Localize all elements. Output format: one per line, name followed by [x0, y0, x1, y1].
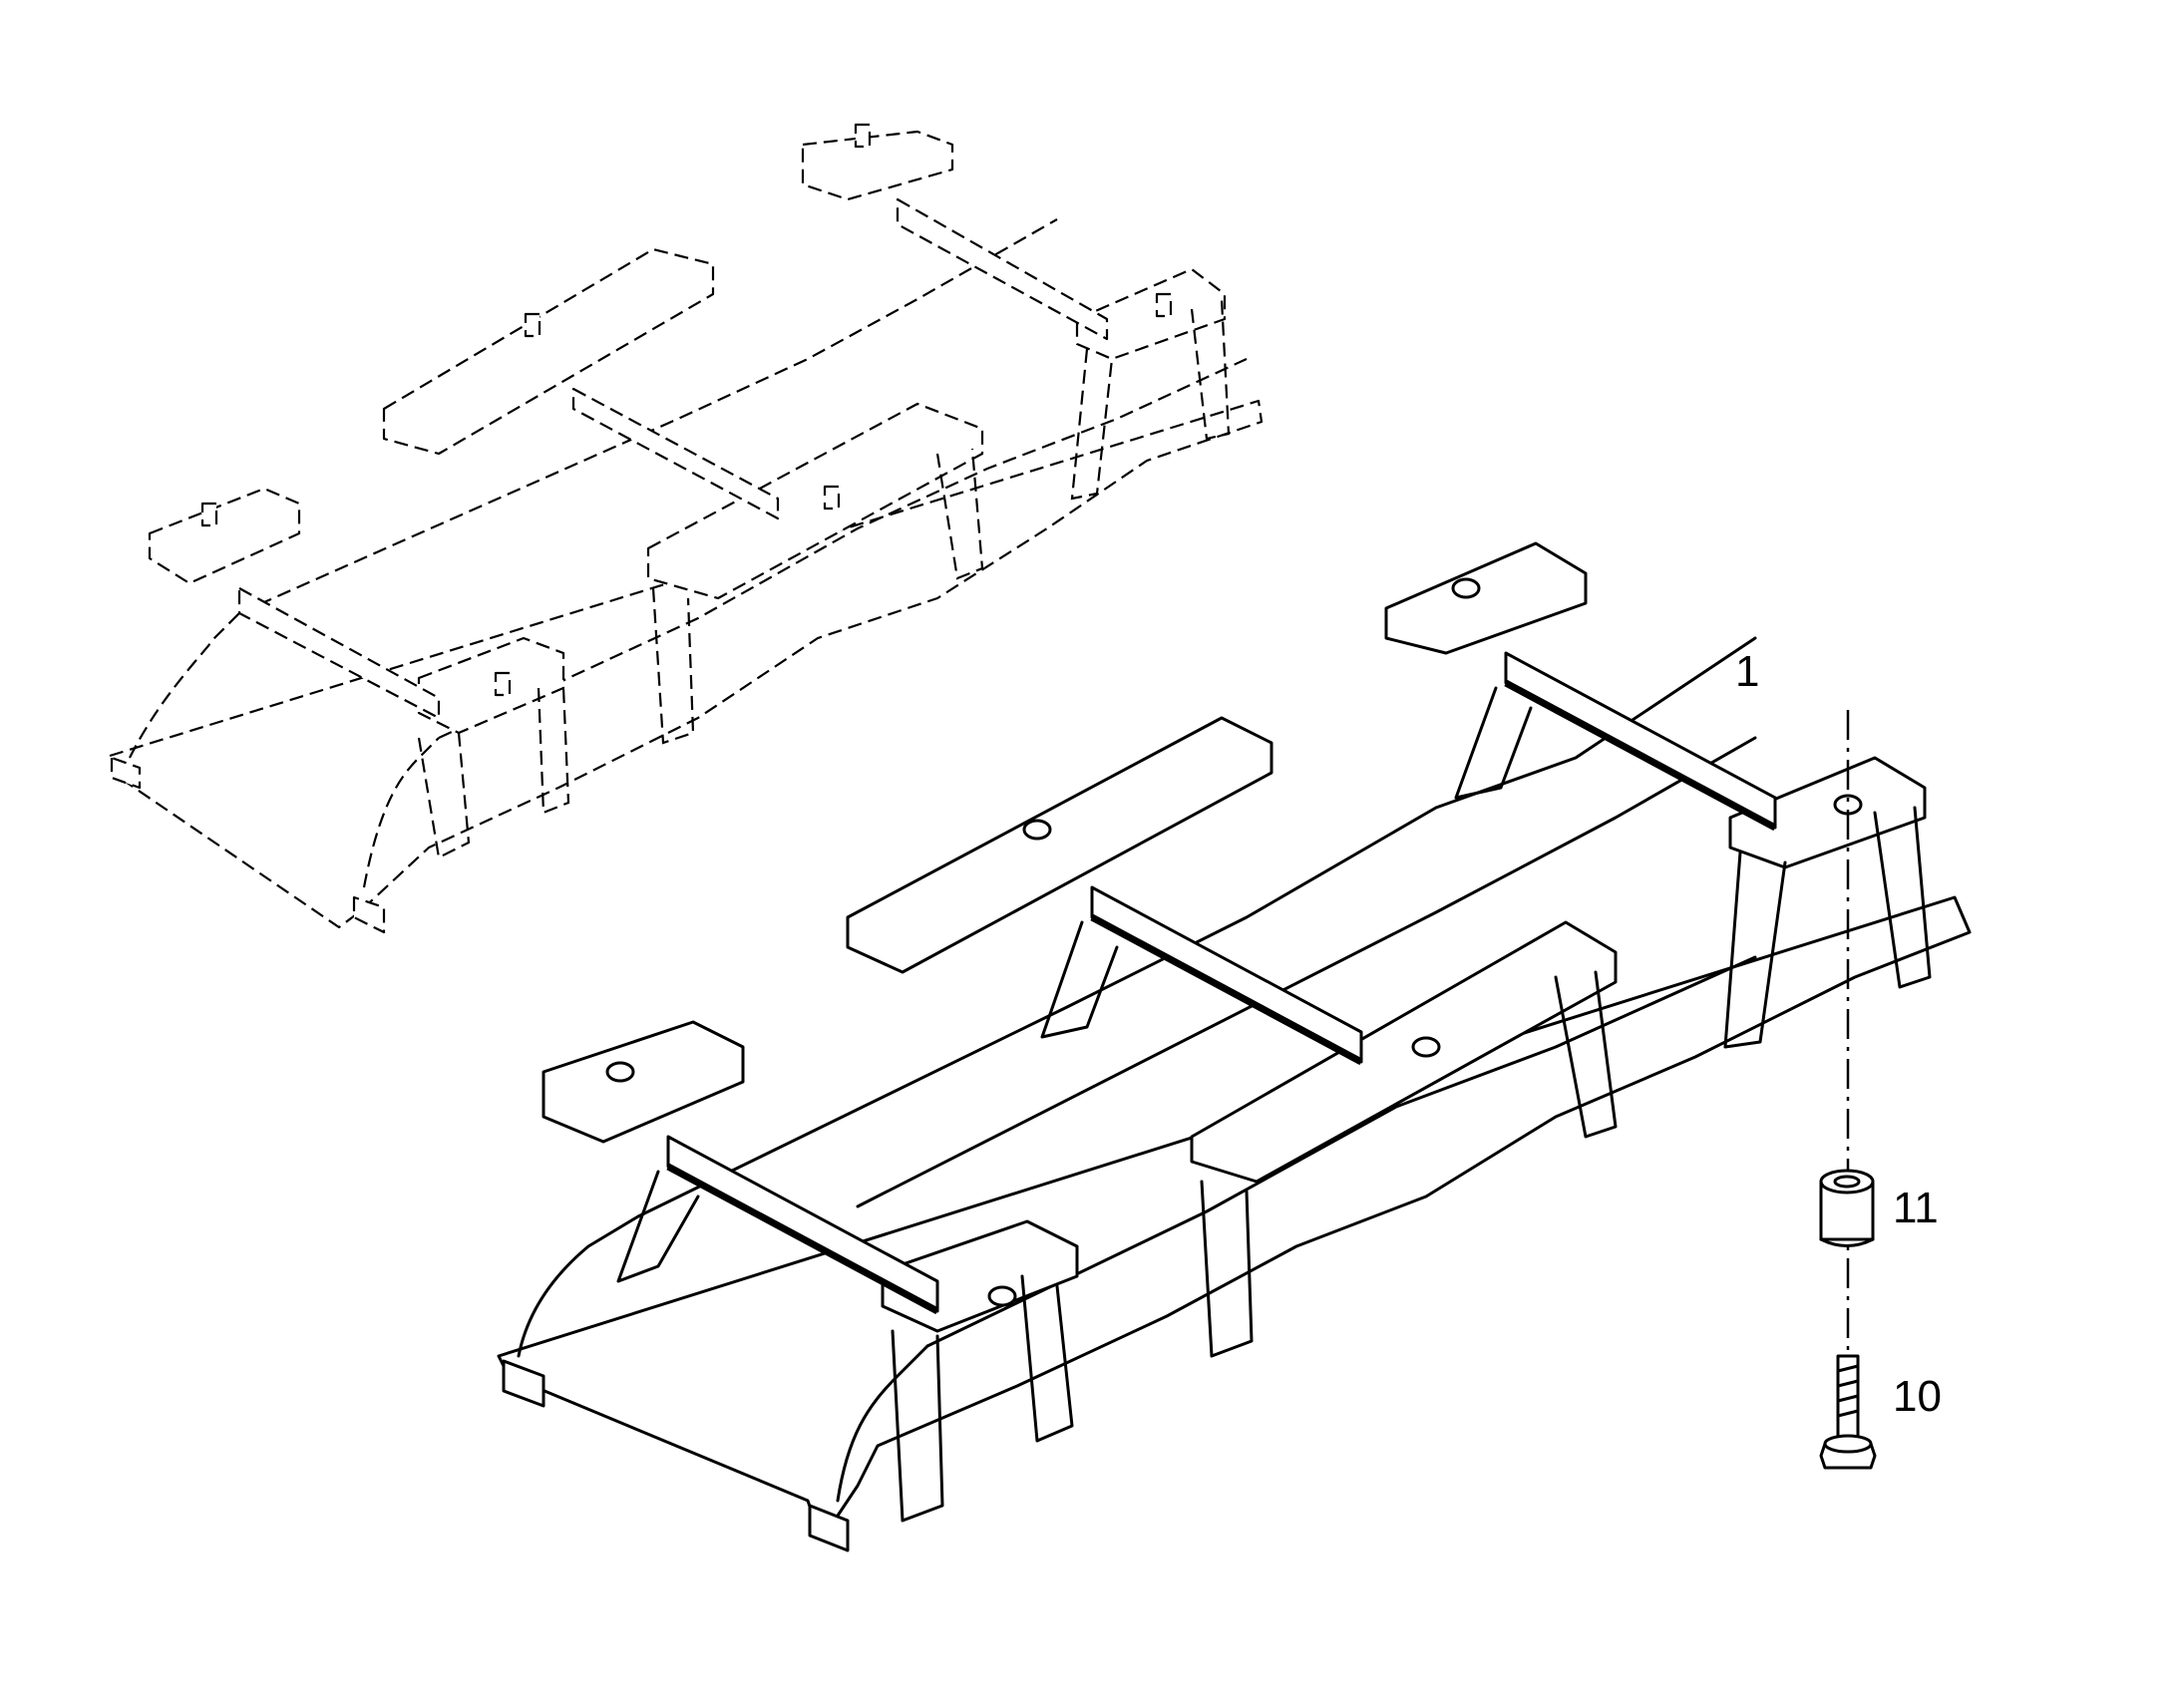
spacer-part — [1819, 1169, 1875, 1247]
bolt-part — [1819, 1354, 1877, 1470]
undercarriage-frame — [497, 541, 1972, 1552]
callout-frame: 1 — [1735, 647, 1759, 696]
callout-bolt: 10 — [1893, 1372, 1942, 1421]
callout-spacer: 11 — [1893, 1184, 1939, 1232]
phantom-frame-outline — [108, 123, 1264, 934]
